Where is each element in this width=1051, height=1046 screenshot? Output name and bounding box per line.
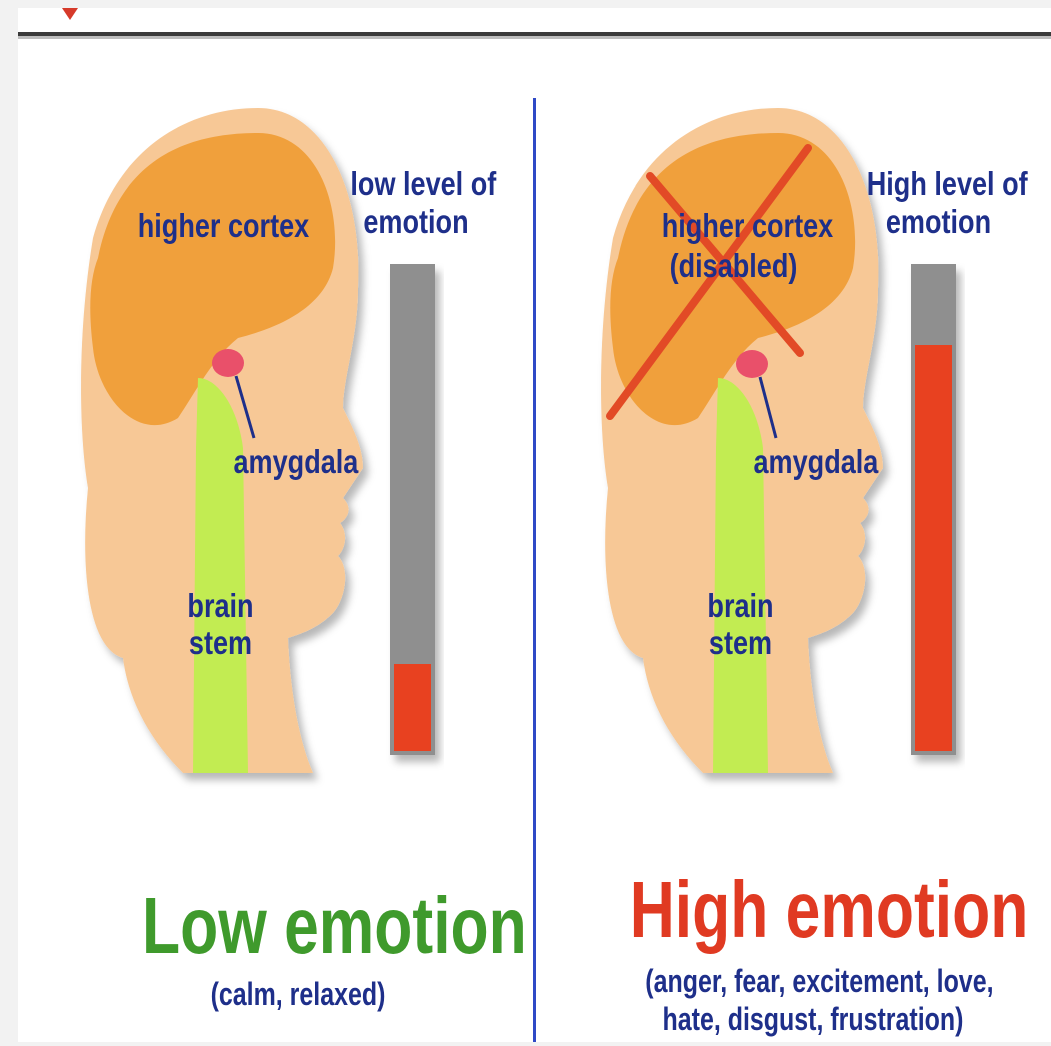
high-emotion-subtitle-2: hate, disgust, frustration) <box>645 1001 980 1039</box>
brain-stem-low <box>193 378 248 773</box>
cortex-label-high-1: higher cortex <box>662 208 806 245</box>
stem-label-high-1: brain <box>702 588 780 625</box>
stem-label-high-2: stem <box>702 625 780 662</box>
meter-fill-low <box>394 664 431 751</box>
meter-label-high-2: emotion <box>867 204 1011 241</box>
brain-stem-high <box>713 378 768 773</box>
amygdala-low <box>212 349 244 377</box>
stem-label-low-1: brain <box>182 588 260 625</box>
low-emotion-subtitle: (calm, relaxed) <box>197 976 400 1014</box>
amygdala-high <box>736 350 768 378</box>
meter-label-low-1: low level of <box>350 166 481 203</box>
cortex-label-high-2: (disabled) <box>662 248 806 285</box>
diagram-canvas: higher cortex amygdala brain stem low le… <box>18 8 1051 1042</box>
stem-label-low-2: stem <box>182 625 260 662</box>
high-emotion-title: High emotion <box>630 864 997 956</box>
emotion-meter-high <box>911 264 956 755</box>
high-emotion-subtitle-1: (anger, fear, excitement, love, <box>645 963 980 1001</box>
low-emotion-title: Low emotion <box>142 880 454 972</box>
meter-fill-high <box>915 345 952 751</box>
emotion-meter-low <box>390 264 435 755</box>
amygdala-label-low: amygdala <box>234 444 357 481</box>
amygdala-label-high: amygdala <box>754 444 877 481</box>
meter-label-high-1: High level of <box>867 166 1011 203</box>
meter-label-low-2: emotion <box>350 204 481 241</box>
cortex-label-low: higher cortex <box>138 208 282 245</box>
